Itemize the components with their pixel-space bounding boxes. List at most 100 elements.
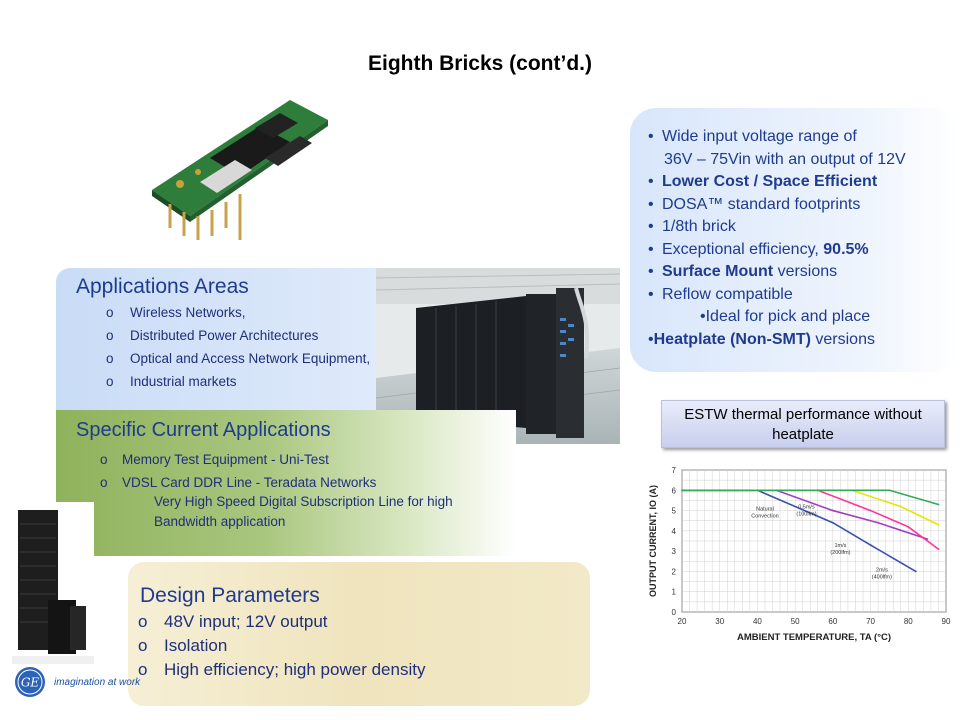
ge-logo-icon: GE <box>15 667 45 697</box>
design-parameters-heading: Design Parameters <box>140 584 320 607</box>
feature-text: Surface Mount <box>662 263 774 280</box>
feature-item: • Wide input voltage range of <box>648 126 960 149</box>
feature-text: standard footprints <box>723 195 861 213</box>
chart-data-point <box>937 548 940 551</box>
feature-text: Exceptional efficiency, <box>662 240 824 258</box>
application-item: o Industrial markets <box>106 374 370 397</box>
feature-text: 36V – 75Vin <box>664 150 751 168</box>
slide-title: Eighth Bricks (cont’d.) <box>367 52 592 75</box>
vdsl-description-line2: Bandwidth application <box>154 514 286 529</box>
feature-text: versions <box>810 330 875 348</box>
chart-annotation: (100lfm) <box>796 512 816 518</box>
chart-x-tick-label: 50 <box>791 617 800 626</box>
chart-y-tick-label: 1 <box>672 588 677 597</box>
chart-y-axis-label: OUTPUT CURRENT, IO (A) <box>648 485 658 597</box>
chart-y-tick-label: 5 <box>672 507 677 516</box>
feature-bullet: • <box>648 195 654 213</box>
feature-bullet: • <box>648 240 654 258</box>
feature-item: •Ideal for pick and place <box>648 306 960 329</box>
list-bullet: o <box>106 328 114 343</box>
chart-annotation: (400lfm) <box>872 574 892 580</box>
feature-item: • Exceptional efficiency, 90.5% <box>648 239 960 262</box>
feature-item: 36V – 75Vin with an output of 12V <box>648 149 960 172</box>
list-item-text: 48V input; 12V output <box>164 612 328 631</box>
chart-y-tick-label: 4 <box>672 527 677 536</box>
list-bullet: o <box>100 475 108 490</box>
list-bullet: o <box>100 452 108 467</box>
chart-annotation: 2m/s <box>876 567 888 573</box>
chart-x-tick-label: 30 <box>715 617 724 626</box>
chart-y-tick-label: 6 <box>672 486 677 495</box>
chart-annotation: 1m/s <box>834 543 846 549</box>
feature-bullet: • <box>648 128 654 145</box>
chart-data-point <box>681 489 683 492</box>
chart-data-point <box>831 521 834 524</box>
feature-bullet: • <box>648 285 654 303</box>
feature-text: Wide input voltage range of <box>662 128 857 145</box>
server-tower-image <box>12 502 94 664</box>
design-parameter-item: o 48V input; 12V output <box>138 612 425 636</box>
chart-annotation: 0.5m/s <box>798 505 815 511</box>
features-panel: • Wide input voltage range of 36V – 75Vin … <box>630 108 960 372</box>
feature-text: 90.5% <box>823 240 869 258</box>
list-bullet: o <box>106 351 114 366</box>
circuit-board-image <box>152 100 328 240</box>
feature-bullet: • <box>648 173 654 190</box>
specific-application-item: o VDSL Card DDR Line - Teradata Networks <box>100 475 376 498</box>
chart-data-point <box>914 570 917 573</box>
chart-x-tick-label: 70 <box>866 617 875 626</box>
list-bullet: o <box>138 660 148 679</box>
feature-text: with an output of <box>750 150 878 168</box>
specific-applications-panel: Specific Current Applications o Memory Te… <box>56 410 516 556</box>
chart-data-point <box>869 509 872 512</box>
thermal-chart-caption: ESTW thermal performance without heatpla… <box>661 400 945 448</box>
feature-text: •Ideal for pick and place <box>700 308 871 325</box>
vdsl-description: Very High Speed Digital Subscription Lin… <box>154 492 453 532</box>
feature-text: 12V <box>877 150 906 168</box>
feature-item: •Lower Cost / Space Efficient <box>648 171 960 194</box>
chart-data-point <box>907 525 910 528</box>
features-list: • Wide input voltage range of 36V – 75Vin … <box>630 108 960 351</box>
list-bullet: o <box>106 305 114 320</box>
list-item-text: Memory Test Equipment - Uni-Test <box>122 452 329 467</box>
list-item-text: VDSL Card DDR Line - Teradata Networks <box>122 475 377 490</box>
chart-y-tick-label: 2 <box>672 567 677 576</box>
design-parameter-item: o High efficiency; high power density <box>138 660 425 684</box>
list-bullet: o <box>106 374 114 389</box>
feature-text: Reflow compatible <box>662 285 793 303</box>
list-bullet: o <box>138 612 148 631</box>
chart-data-point <box>869 544 872 546</box>
list-item-text: Distributed Power Architectures <box>130 328 319 343</box>
application-item: o Wireless Networks, <box>106 305 370 328</box>
chart-data-point <box>937 503 940 506</box>
chart-y-tick-label: 3 <box>672 547 677 556</box>
applications-heading: Applications Areas <box>76 275 249 298</box>
specific-applications-heading: Specific Current Applications <box>76 419 331 441</box>
list-item-text: Wireless Networks, <box>130 305 246 320</box>
list-item-text: Industrial markets <box>130 374 237 389</box>
feature-bullet: • <box>648 263 654 280</box>
chart-data-point <box>831 509 834 512</box>
feature-item: •Heatplate (Non-SMT) versions <box>648 329 960 352</box>
feature-item: • Reflow compatible <box>648 284 960 307</box>
feature-bullet: • <box>648 218 654 235</box>
feature-text: Heatplate (Non-SMT) <box>653 330 811 348</box>
chart-x-tick-label: 90 <box>942 617 951 626</box>
feature-item: •Surface Mount versions <box>648 261 960 284</box>
list-item-text: Isolation <box>164 636 228 655</box>
thermal-caption-line1: ESTW thermal performance without <box>684 406 922 423</box>
chart-data-point <box>899 505 902 508</box>
list-item-text: High efficiency; high power density <box>164 660 426 679</box>
chart-x-tick-label: 40 <box>753 617 762 626</box>
chart-annotation: (200lfm) <box>830 550 850 556</box>
chart-y-tick-label: 7 <box>672 466 677 475</box>
chart-y-tick-label: 0 <box>672 608 677 617</box>
chart-x-axis-label: AMBIENT TEMPERATURE, TA (°C) <box>737 632 891 643</box>
